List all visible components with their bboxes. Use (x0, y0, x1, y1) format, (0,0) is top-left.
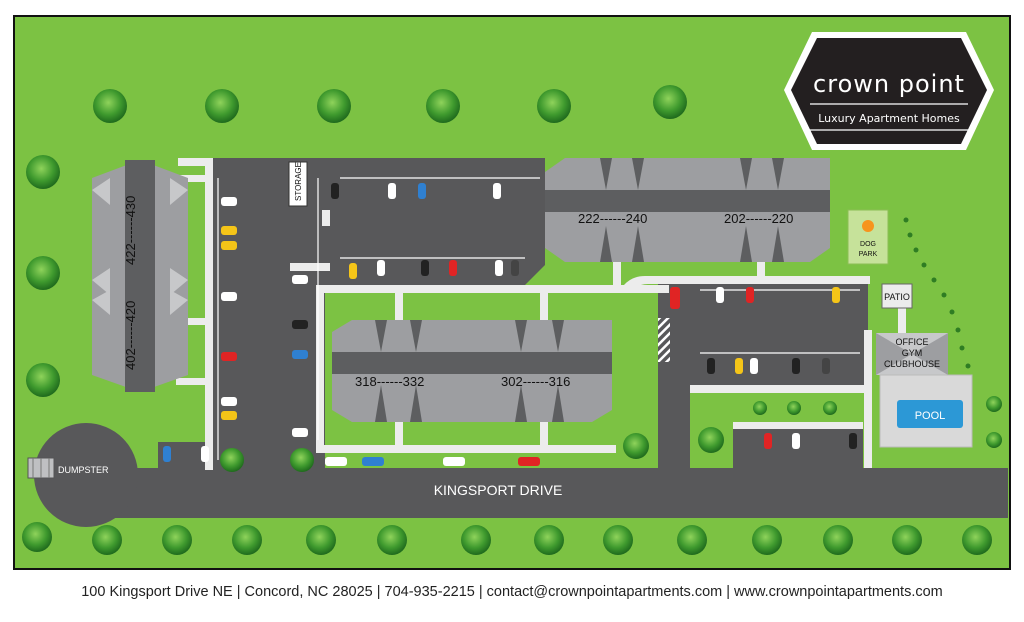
dog-park-label-1: DOG (860, 241, 876, 248)
building-label-318-332: 318------332 (355, 374, 424, 389)
building-label-302-316: 302------316 (501, 374, 570, 389)
building-202-240 (545, 158, 830, 262)
clubhouse-label-office: OFFICE (896, 337, 929, 347)
crosswalk (658, 318, 670, 362)
building-402-430 (92, 160, 188, 392)
community-site-map: 422------430 402------420 222------240 2… (13, 15, 1011, 570)
building-label-202-220: 202------220 (724, 211, 793, 226)
clubhouse-label: CLUBHOUSE (884, 359, 940, 369)
trees (22, 85, 1002, 555)
shrubs (903, 217, 971, 369)
clubhouse-building (876, 333, 948, 375)
clubhouse-label-gym: GYM (902, 348, 923, 358)
parked-cars (163, 183, 857, 466)
building-label-222-240: 222------240 (578, 211, 647, 226)
dumpster-label: DUMPSTER (58, 465, 109, 475)
pool (897, 400, 963, 428)
brand-tagline: Luxury Apartment Homes (818, 112, 960, 125)
building-302-332 (332, 320, 612, 422)
building-label-402-420: 402------420 (123, 301, 138, 370)
street-name-label: KINGSPORT DRIVE (434, 482, 563, 498)
pool-label: POOL (915, 410, 946, 422)
contact-info: 100 Kingsport Drive NE | Concord, NC 280… (81, 584, 943, 600)
contact-footer: 100 Kingsport Drive NE | Concord, NC 280… (0, 575, 1024, 615)
patio (881, 283, 913, 309)
dog-park-label-2: PARK (859, 251, 878, 258)
walkways (176, 158, 906, 470)
brand-name: crown point (813, 70, 965, 98)
building-label-422-430: 422------430 (123, 196, 138, 265)
dog-park-pin-icon (862, 220, 874, 232)
patio-label: PATIO (884, 292, 910, 302)
brand-logo (784, 32, 994, 150)
storage-building (288, 161, 308, 207)
storage-label: STORAGE (294, 162, 303, 201)
dog-park (847, 209, 889, 265)
